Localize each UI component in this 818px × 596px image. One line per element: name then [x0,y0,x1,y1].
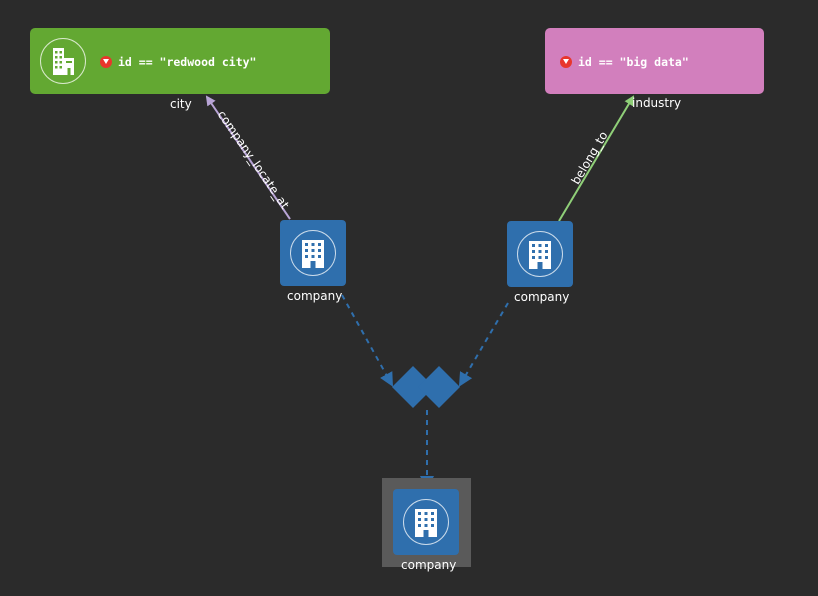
company-ring [290,230,336,276]
company-node-right[interactable] [507,221,573,287]
company-ring [403,499,449,545]
office-building-icon [302,240,324,268]
office-building-icon [415,509,437,537]
edge-label-company-locate-at: company_locate_at [215,108,292,212]
company-label-result: company [401,558,457,572]
intersection-diamond-icon[interactable] [392,366,460,408]
industry-filter-card[interactable]: id == "big data" [545,28,764,94]
company-node-result[interactable] [393,489,459,555]
industry-filter-expression: id == "big data" [560,55,689,69]
industry-filter-expression-text: id == "big data" [578,55,689,69]
city-filter-card[interactable]: id == "redwood city" [30,28,330,94]
industry-label: industry [632,96,682,110]
city-filter-expression-text: id == "redwood city" [118,55,257,69]
filter-icon [100,56,112,68]
company-label-right: company [514,290,570,304]
city-building-icon [40,38,86,84]
company-ring [517,231,563,277]
edge-belong-to[interactable] [558,95,635,222]
edge-company-locate-at[interactable] [205,95,291,220]
edge-left-to-join [341,294,393,387]
city-filter-expression: id == "redwood city" [100,55,256,69]
filter-icon [560,56,572,68]
edge-label-belong-to: belong_to [569,129,611,187]
city-label: city [170,97,192,111]
company-node-left[interactable] [280,220,346,286]
company-label-left: company [287,289,343,303]
office-building-icon [529,241,551,269]
edge-right-to-join [458,302,509,387]
